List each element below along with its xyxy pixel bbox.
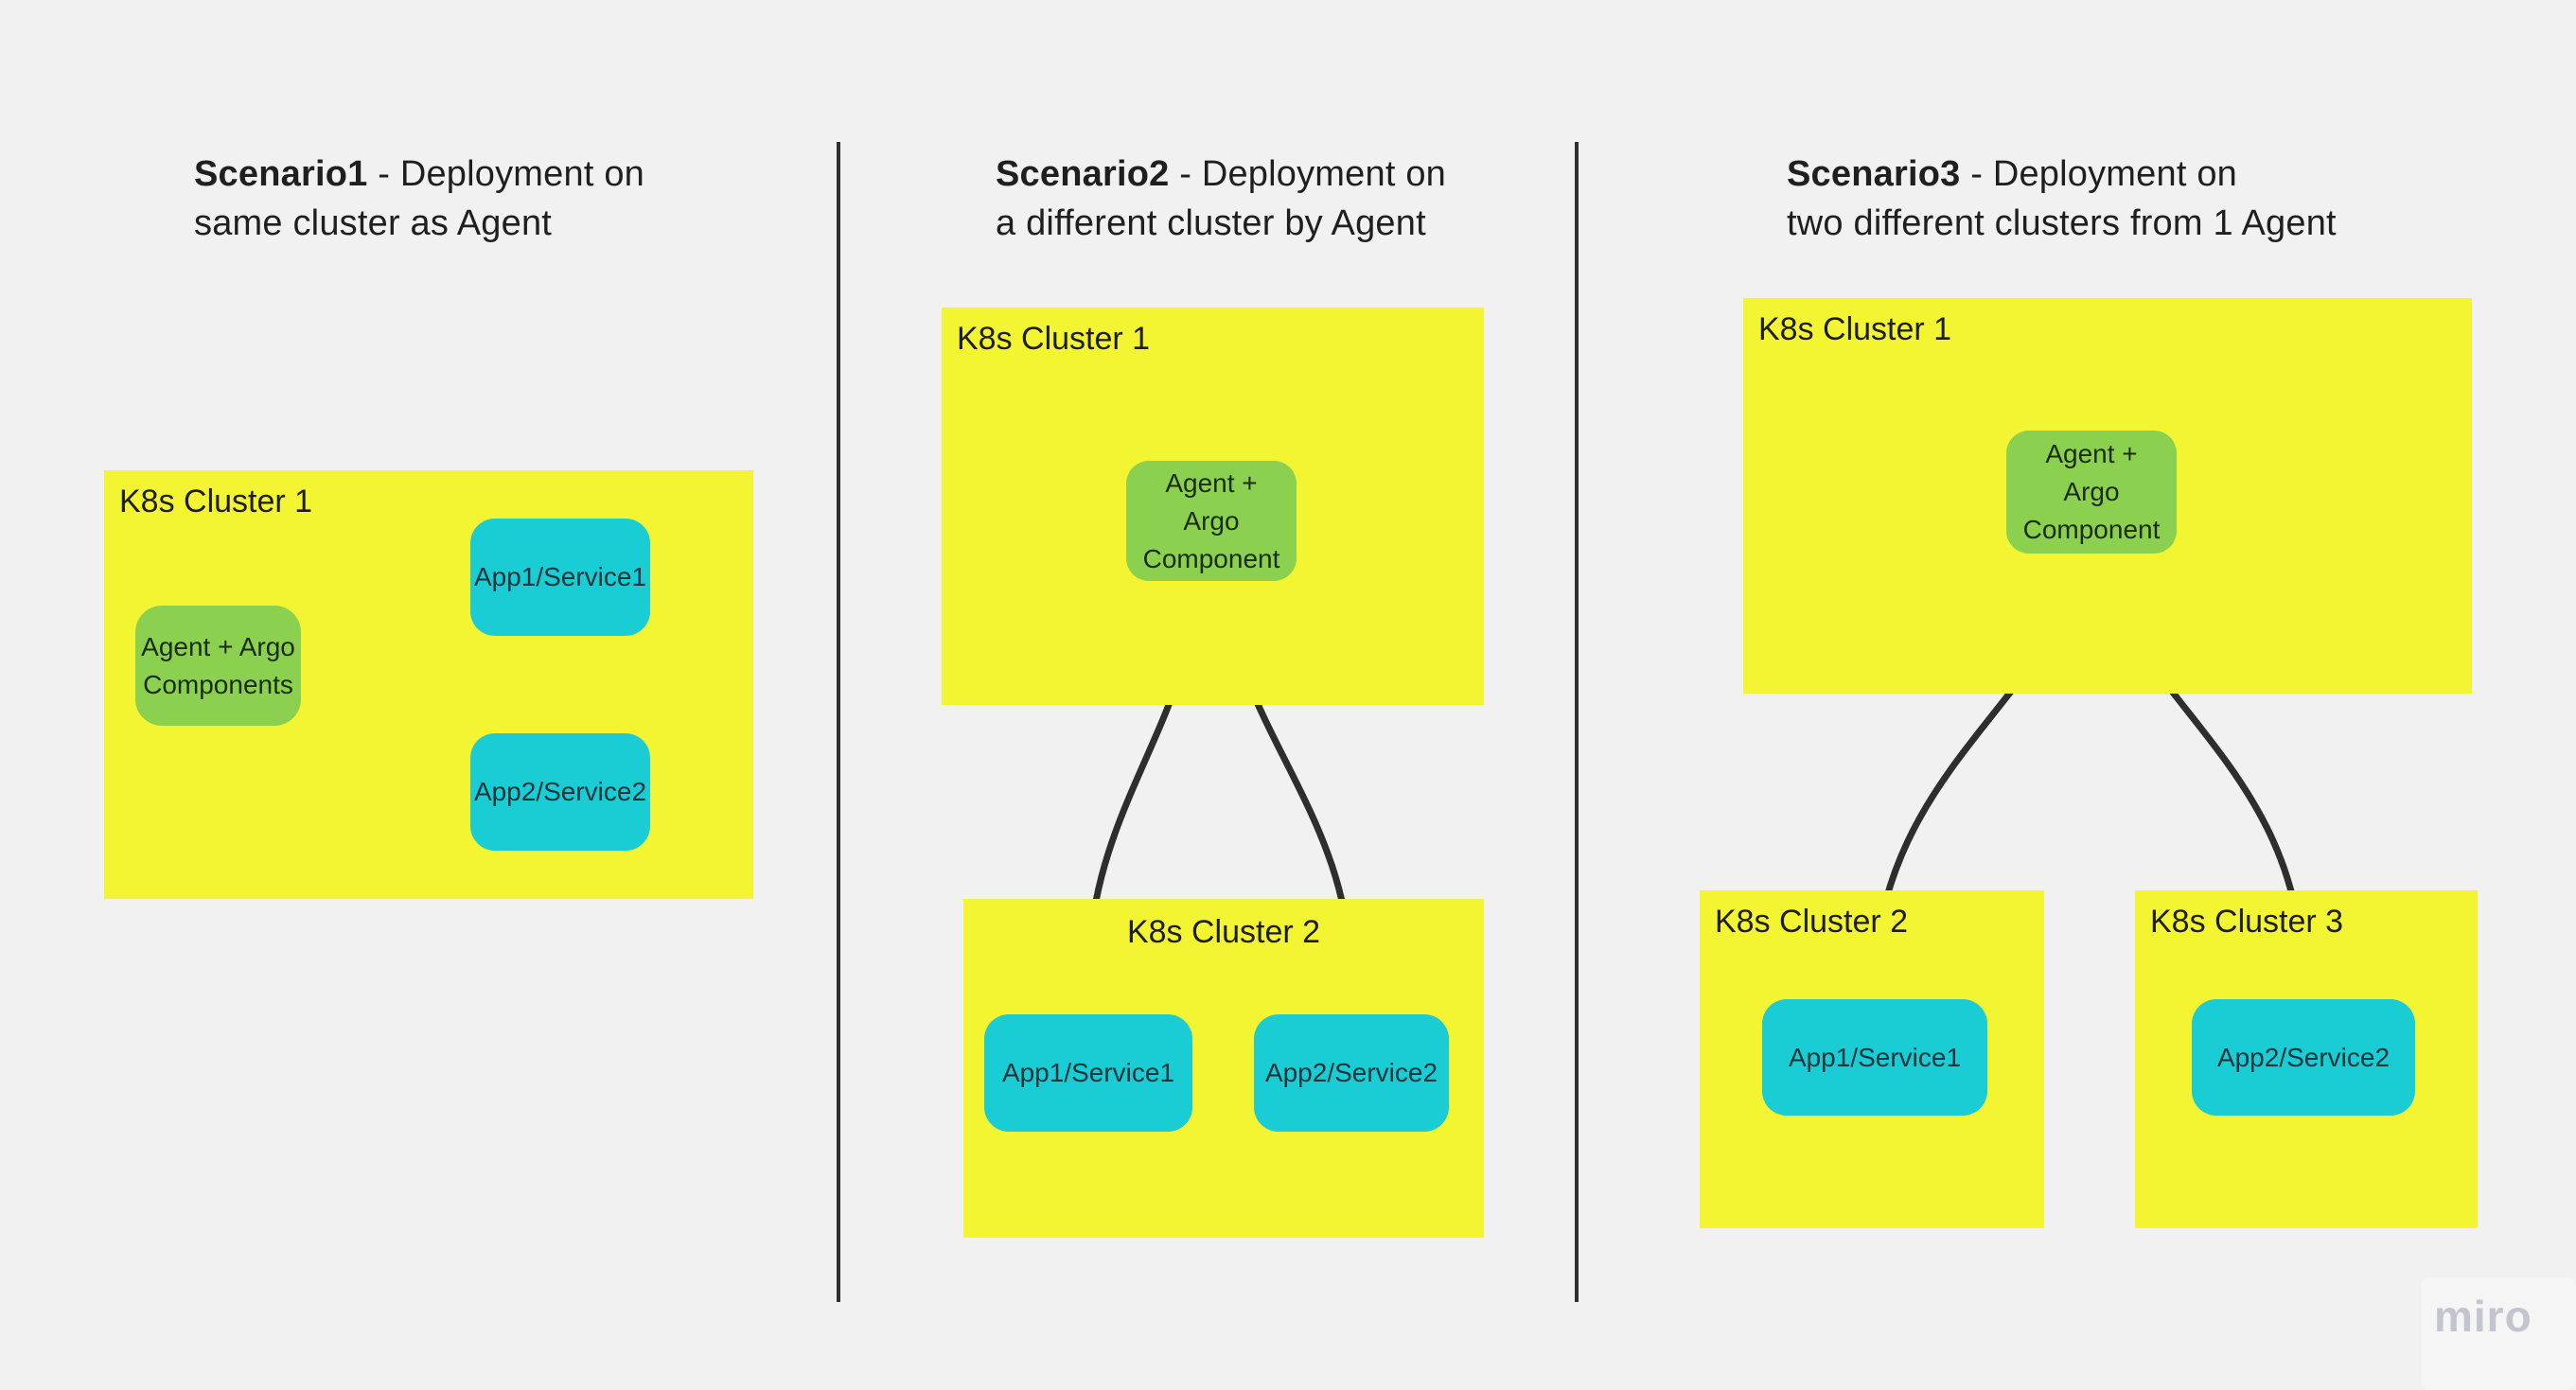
s2-cluster1-label: K8s Cluster 1	[957, 321, 1151, 357]
scenario2-title-line2: a different cluster by Agent	[996, 203, 1426, 243]
scenario3-title-bold: Scenario3	[1787, 154, 1961, 194]
s2-app2-box[interactable]: App2/Service2	[1254, 1014, 1449, 1132]
s2-cluster2-label: K8s Cluster 2	[1126, 914, 1321, 950]
scenario2-title[interactable]: Scenario2 - Deployment on a different cl…	[996, 150, 1446, 248]
s3-app2-label: App2/Service2	[2216, 1042, 2391, 1072]
scenario3-title-line2: two different clusters from 1 Agent	[1787, 203, 2337, 243]
s3-agent-label-line2: Argo	[2063, 477, 2120, 506]
scenario2-title-bold: Scenario2	[996, 154, 1170, 194]
scenario1-title-bold: Scenario1	[194, 154, 368, 194]
watermark-card	[2421, 1277, 2576, 1390]
s1-agent-box[interactable]: Agent + Argo Components	[135, 606, 301, 726]
s3-cluster3-label: K8s Cluster 3	[2150, 904, 2344, 940]
scenario1-title-rest: - Deployment on	[367, 154, 645, 194]
scenario2-title-rest: - Deployment on	[1169, 154, 1447, 194]
s3-agent-label-line1: Agent +	[2045, 439, 2138, 468]
scenario3-title-rest: - Deployment on	[1960, 154, 2238, 194]
s2-app1-label: App1/Service1	[1001, 1058, 1175, 1087]
scenario1-title[interactable]: Scenario1 - Deployment on same cluster a…	[194, 150, 644, 248]
s3-app2-box[interactable]: App2/Service2	[2192, 999, 2415, 1116]
s1-agent-label-line2: Components	[143, 669, 293, 699]
s2-agent-label-line3: Component	[1142, 543, 1280, 573]
miro-watermark: miro	[2434, 1292, 2532, 1341]
s1-app1-label: App1/Service1	[473, 562, 647, 591]
s3-cluster1-label: K8s Cluster 1	[1758, 311, 1952, 347]
s1-cluster1-label: K8s Cluster 1	[119, 484, 313, 519]
s2-app1-box[interactable]: App1/Service1	[984, 1014, 1192, 1132]
scenario3-title[interactable]: Scenario3 - Deployment on two different …	[1787, 150, 2337, 248]
s2-agent-label-line2: Argo	[1183, 505, 1240, 536]
s1-app2-box[interactable]: App2/Service2	[470, 733, 650, 851]
s2-app2-label: App2/Service2	[1264, 1058, 1438, 1087]
s1-agent-label-line1: Agent + Argo	[141, 631, 295, 661]
s3-agent-box[interactable]: Agent + Argo Component	[2006, 431, 2177, 554]
scenario1-title-line2: same cluster as Agent	[194, 203, 553, 243]
s3-cluster2-label: K8s Cluster 2	[1715, 904, 1909, 940]
s1-app2-label: App2/Service2	[473, 777, 647, 806]
s1-app1-box[interactable]: App1/Service1	[470, 519, 650, 636]
s2-agent-label-line1: Agent +	[1165, 467, 1258, 498]
s2-agent-box[interactable]: Agent + Argo Component	[1126, 461, 1297, 581]
s3-app1-box[interactable]: App1/Service1	[1762, 999, 1987, 1116]
s3-agent-label-line3: Component	[2022, 515, 2161, 544]
s3-app1-label: App1/Service1	[1788, 1042, 1962, 1072]
